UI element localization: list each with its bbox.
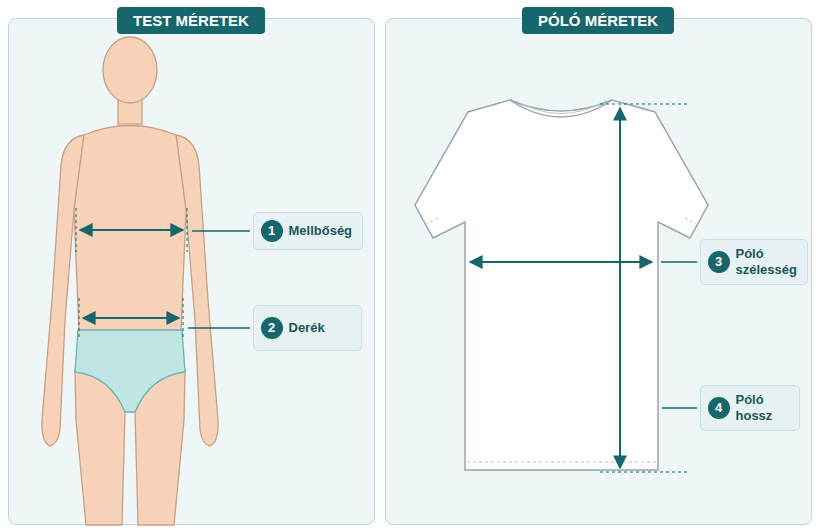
measure-panel: TEST MÉRETEK1Mellbőség2Derék <box>8 18 375 525</box>
callout-number: 1 <box>261 220 283 242</box>
callout-label: Derék <box>289 320 325 336</box>
callout-box: 1 Mellbőség <box>253 212 363 250</box>
callout-label: Póló hossz <box>736 392 773 423</box>
callout-box: 2 Derék <box>253 305 362 351</box>
callout-number: 2 <box>261 317 283 339</box>
callout-box: 4 Póló hossz <box>700 385 800 431</box>
callout-label: Póló szélesség <box>736 246 797 277</box>
callout-box: 3 Póló szélesség <box>700 239 808 285</box>
panel-header: PÓLÓ MÉRETEK <box>522 7 674 34</box>
callout-number: 3 <box>708 251 730 273</box>
callout-number: 4 <box>708 397 730 419</box>
callout-label: Mellbőség <box>289 223 353 239</box>
panel-header: TEST MÉRETEK <box>117 7 265 34</box>
measure-panel: PÓLÓ MÉRETEK3Póló szélesség4Póló hossz <box>385 18 812 525</box>
